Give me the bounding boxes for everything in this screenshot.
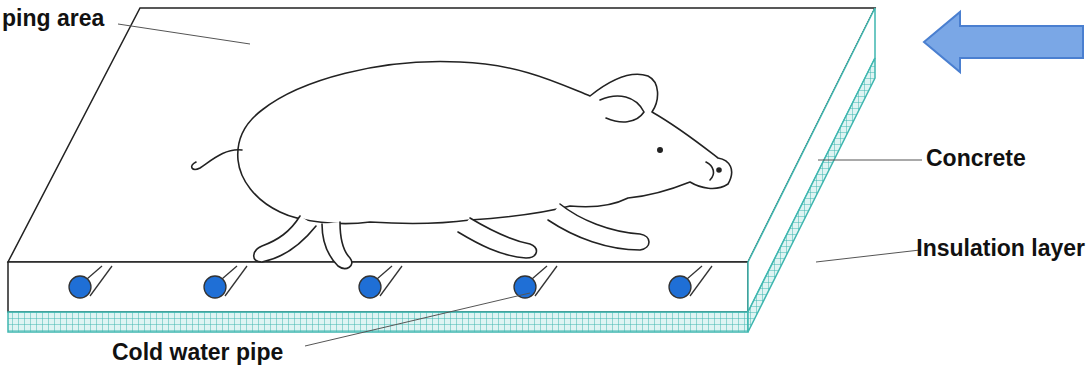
side-insulation xyxy=(748,58,875,332)
pig-illustration xyxy=(192,62,732,269)
front-concrete xyxy=(8,262,748,312)
part-label: Cold water pipe xyxy=(112,340,283,365)
slab-top xyxy=(8,8,875,262)
cold-water-pipes xyxy=(69,266,712,298)
part-label: Insulation layer xyxy=(916,236,1085,261)
direction-arrow xyxy=(924,12,1083,72)
part-label: Concrete xyxy=(926,146,1026,171)
part-label: ping area xyxy=(2,6,104,31)
leader-lines xyxy=(118,24,922,346)
